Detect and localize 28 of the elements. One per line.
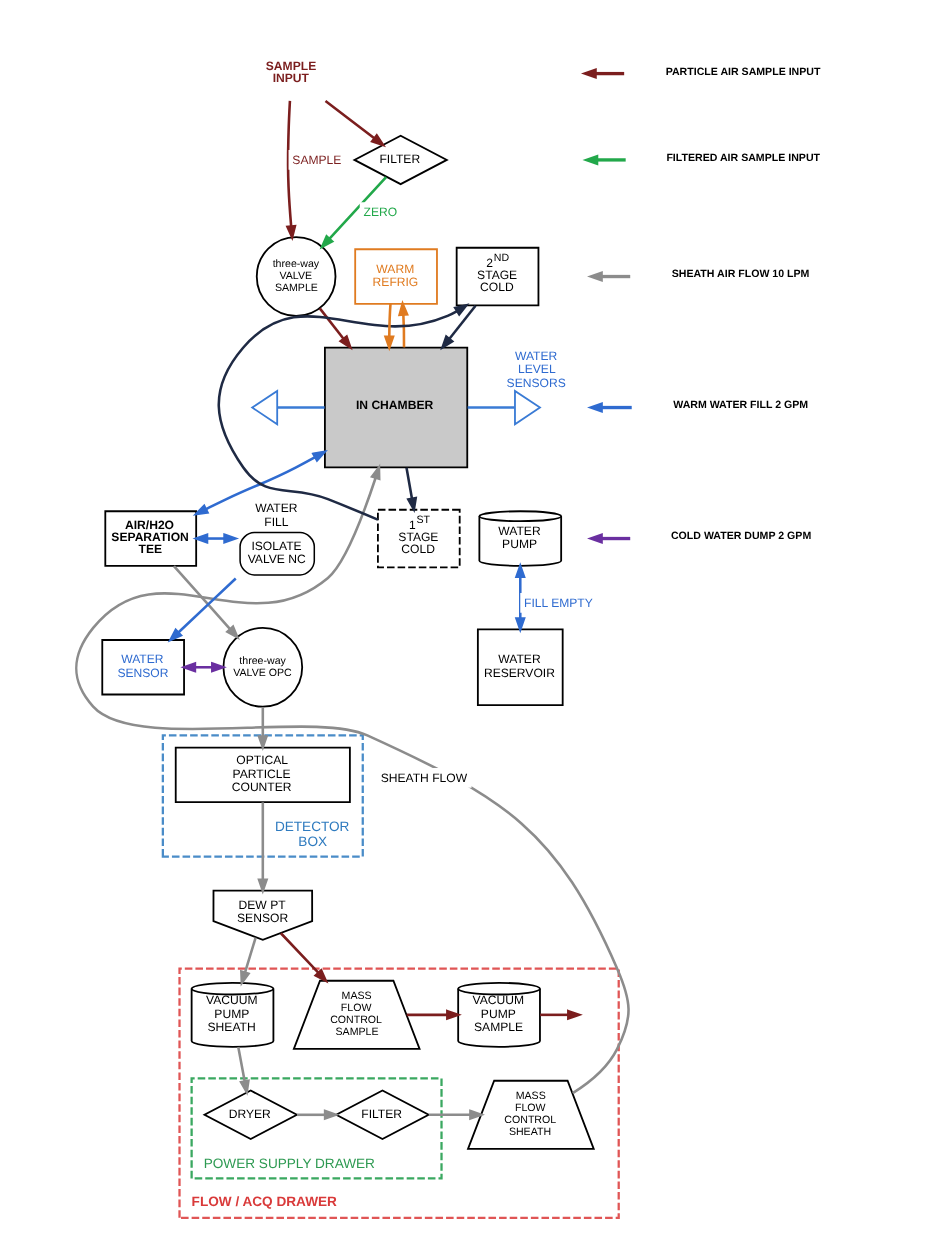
arrow bbox=[166, 577, 236, 643]
arrow bbox=[323, 99, 385, 148]
arrow bbox=[216, 303, 469, 521]
arrow bbox=[284, 100, 296, 241]
arrow bbox=[382, 303, 394, 352]
arrow bbox=[236, 1046, 249, 1096]
arrow bbox=[278, 932, 328, 984]
arrow bbox=[191, 533, 239, 545]
arrow bbox=[427, 1109, 484, 1121]
arrow bbox=[318, 176, 387, 250]
arrow bbox=[539, 1009, 582, 1021]
node-triangle bbox=[249, 389, 278, 426]
arrow bbox=[317, 307, 352, 351]
arrow bbox=[191, 450, 327, 516]
arrow bbox=[396, 300, 408, 348]
arrow bbox=[179, 661, 226, 673]
arrow bbox=[256, 707, 268, 751]
arrow bbox=[405, 1009, 461, 1021]
arrow bbox=[296, 1109, 339, 1121]
connector bbox=[466, 406, 514, 409]
arrow bbox=[439, 305, 476, 351]
connector bbox=[276, 406, 324, 409]
arrow bbox=[513, 562, 525, 634]
arrow bbox=[256, 802, 268, 895]
arrow bbox=[172, 565, 239, 641]
arrow bbox=[239, 937, 256, 987]
arrow bbox=[74, 463, 629, 1095]
arrow bbox=[404, 467, 417, 514]
